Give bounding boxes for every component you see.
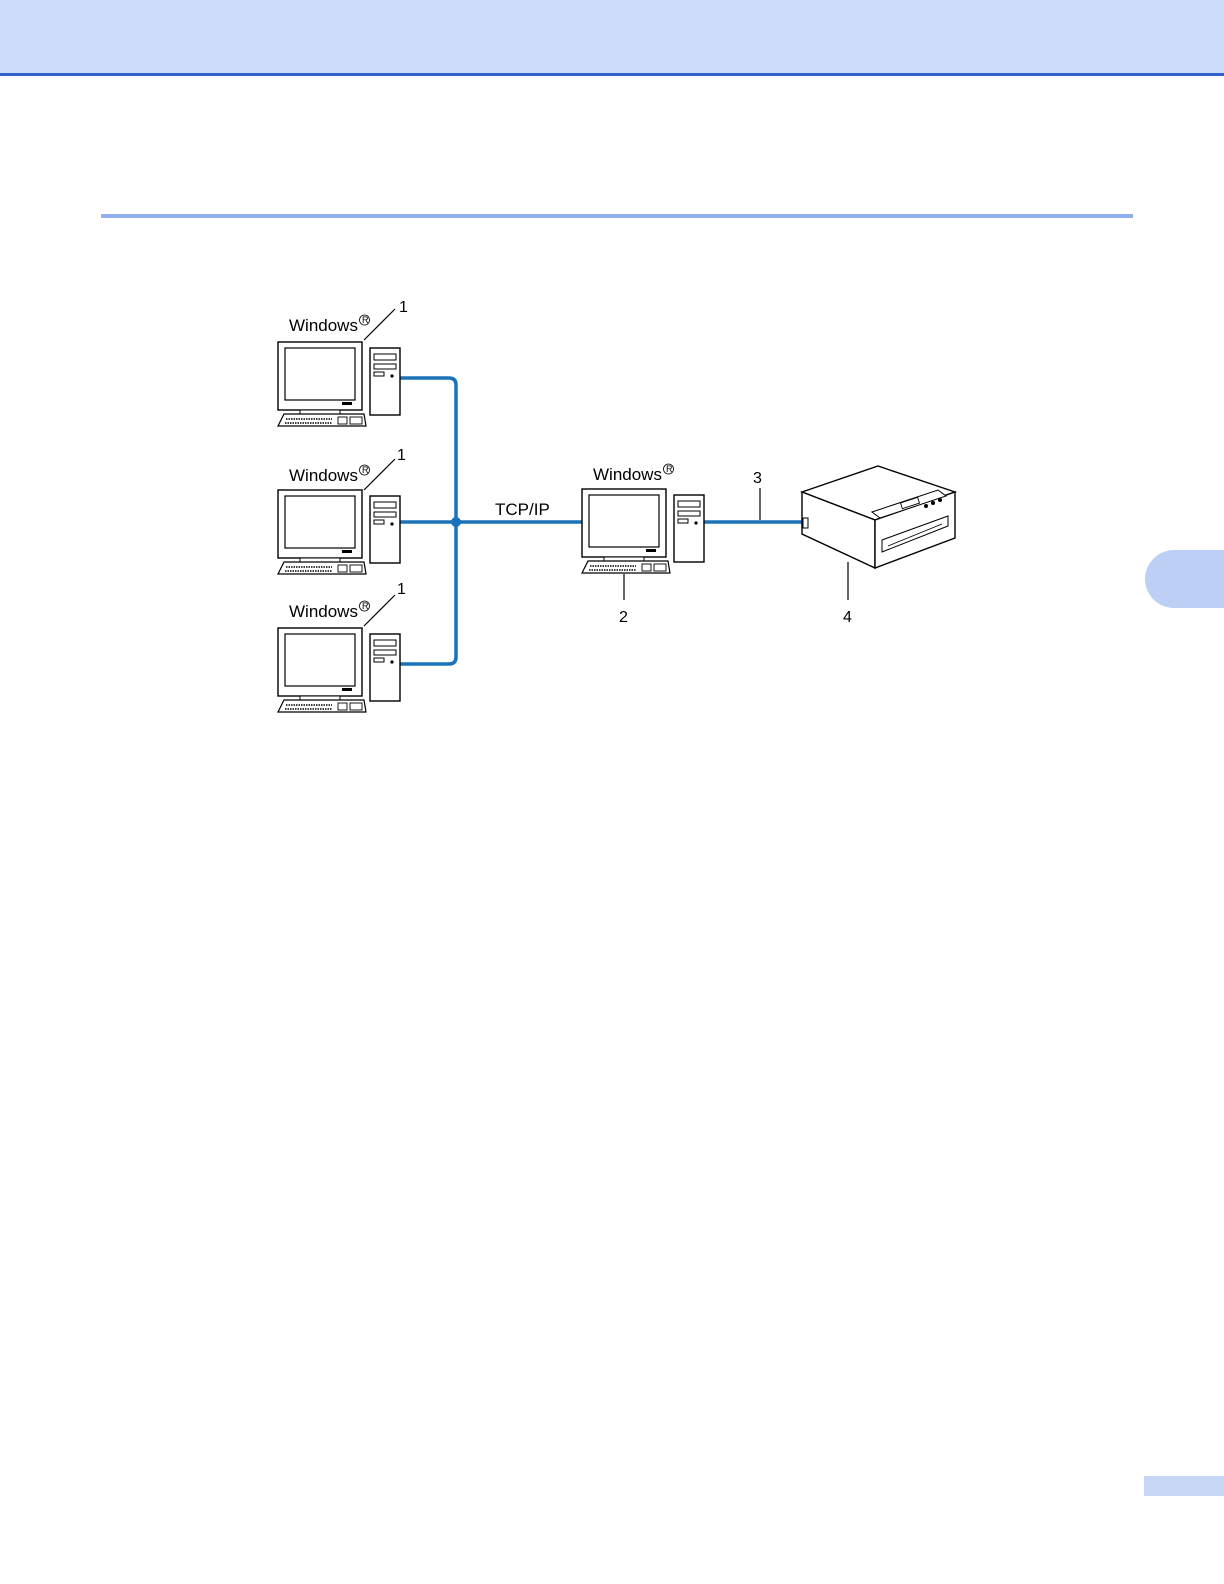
client-3-os-label: Windows [289, 602, 358, 621]
client-2-callout: 1 [397, 447, 406, 464]
client-3-callout: 1 [397, 581, 406, 598]
server-os-label: Windows [593, 465, 662, 484]
client-1-callout: 1 [399, 299, 408, 316]
network-junction-icon [451, 517, 461, 527]
printer-callout: 4 [843, 609, 852, 626]
client-2-os-label: Windows [289, 466, 358, 485]
client-1-os-label: Windows [289, 316, 358, 335]
desktop-computer-icon [278, 490, 400, 574]
client-computer-1: Windows R 1 [278, 299, 408, 426]
server-callout: 2 [619, 609, 628, 626]
printer-icon: 4 [802, 466, 955, 626]
cable-callout: 3 [753, 470, 762, 487]
protocol-label: TCP/IP [495, 500, 550, 519]
desktop-computer-icon [278, 628, 400, 712]
client-computer-3: Windows R 1 [278, 581, 406, 712]
client-computer-2: Windows R 1 [278, 447, 406, 574]
desktop-computer-icon [582, 489, 704, 573]
desktop-computer-icon [278, 342, 400, 426]
server-computer: Windows R 2 [582, 464, 704, 626]
